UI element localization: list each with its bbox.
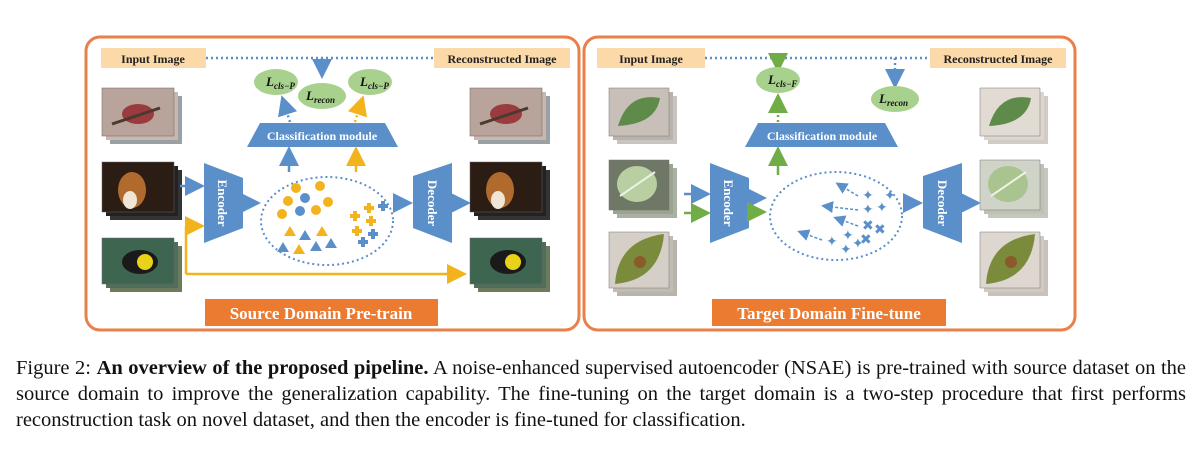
- caption-prefix: Figure 2:: [16, 357, 92, 379]
- source-domain-panel: Input Image Reconstructed Image Lcls−P L…: [84, 35, 581, 332]
- source-panel-border: [84, 35, 581, 332]
- svg-text:✦: ✦: [840, 243, 852, 258]
- loss-recon-left: [298, 83, 346, 109]
- input-image-leaf-2: [608, 159, 677, 218]
- pipeline-diagram: Input Image Reconstructed Image Lcls−P L…: [84, 35, 1077, 332]
- svg-text:Lrecon: Lrecon: [878, 91, 908, 108]
- svg-text:✦: ✦: [826, 235, 838, 250]
- caption-text: A noise-enhanced supervised autoencoder …: [16, 357, 1187, 431]
- output-image-leaf-3: [979, 231, 1048, 296]
- output-image-bird: [469, 87, 550, 144]
- loss-cls-p-right: [348, 69, 392, 95]
- svg-text:✖: ✖: [862, 219, 874, 234]
- loss-cls-f: [756, 67, 800, 93]
- latent-crosses: [350, 201, 388, 247]
- decoder-label: Decoder: [425, 180, 440, 226]
- svg-text:✦: ✦: [884, 189, 896, 204]
- latent-space-left: [260, 176, 394, 266]
- caption-title: An overview of the proposed pipeline.: [96, 357, 429, 379]
- encoder-label: Encoder: [721, 180, 736, 227]
- output-image-fish: [469, 237, 550, 292]
- svg-text:✖: ✖: [874, 223, 886, 238]
- loss-symbol: L: [767, 72, 776, 87]
- classification-module-right: [745, 123, 898, 147]
- latent-circles: [277, 181, 333, 219]
- svg-text:✦: ✦: [852, 237, 864, 252]
- source-domain-banner: [205, 299, 438, 326]
- input-image-bird: [101, 87, 182, 144]
- loss-subscript: cls−P: [274, 81, 295, 91]
- svg-text:Lcls−P: Lcls−P: [359, 74, 389, 91]
- loss-subscript: recon: [314, 95, 335, 105]
- input-image-label: Input Image: [619, 52, 683, 66]
- svg-text:Lcls−F: Lcls−F: [767, 72, 797, 89]
- reconstructed-image-label-box: [434, 48, 570, 68]
- input-image-label: Input Image: [121, 52, 185, 66]
- svg-text:✦: ✦: [862, 203, 874, 218]
- classification-module-left: [247, 123, 398, 147]
- output-image-leaf-2: [979, 159, 1048, 218]
- input-image-dog: [101, 161, 182, 220]
- latent-stars: ✦✦ ✦✦ ✦✦ ✦✦ ✖✖ ✖: [826, 189, 896, 258]
- loss-symbol: L: [878, 91, 887, 106]
- target-panel-border: [582, 35, 1077, 332]
- classification-module-label: Classification module: [767, 129, 878, 143]
- input-image-label-box: [101, 48, 206, 68]
- input-image-leaf-1: [608, 87, 677, 144]
- latent-triangles: [277, 226, 337, 254]
- encoder-label: Encoder: [215, 180, 230, 227]
- target-domain-panel: Input Image Reconstructed Image Lcls−F L…: [582, 35, 1077, 332]
- classification-module-label: Classification module: [267, 129, 378, 143]
- output-image-dog: [469, 161, 550, 220]
- svg-text:✦: ✦: [876, 201, 888, 216]
- target-domain-banner: [712, 299, 946, 326]
- figure-caption: Figure 2: An overview of the proposed pi…: [16, 355, 1186, 433]
- source-domain-title: Source Domain Pre-train: [230, 304, 413, 323]
- decoder-right: [923, 163, 962, 243]
- latent-space-right: [769, 171, 903, 261]
- loss-recon-right: [871, 86, 919, 112]
- svg-text:✦: ✦: [862, 189, 874, 204]
- reconstructed-image-label: Reconstructed Image: [944, 52, 1054, 66]
- loss-subscript: cls−P: [368, 81, 389, 91]
- svg-text:Lrecon: Lrecon: [305, 88, 335, 105]
- input-image-leaf-3: [608, 231, 677, 296]
- output-image-leaf-1: [979, 87, 1048, 144]
- loss-subscript: cls−F: [776, 79, 797, 89]
- encoder-left: [204, 163, 243, 243]
- input-image-fish: [101, 237, 182, 292]
- target-domain-title: Target Domain Fine-tune: [737, 304, 921, 323]
- loss-subscript: recon: [887, 98, 908, 108]
- svg-text:✖: ✖: [860, 233, 872, 248]
- reconstructed-image-label: Reconstructed Image: [448, 52, 558, 66]
- decoder-left: [413, 163, 452, 243]
- loss-symbol: L: [305, 88, 314, 103]
- svg-text:Lcls−P: Lcls−P: [265, 74, 295, 91]
- loss-symbol: L: [359, 74, 368, 89]
- reconstructed-image-label-box: [930, 48, 1066, 68]
- loss-cls-p-left: [254, 69, 298, 95]
- svg-text:✦: ✦: [842, 229, 854, 244]
- decoder-label: Decoder: [935, 180, 950, 226]
- input-image-label-box: [597, 48, 705, 68]
- loss-symbol: L: [265, 74, 274, 89]
- encoder-right: [710, 163, 749, 243]
